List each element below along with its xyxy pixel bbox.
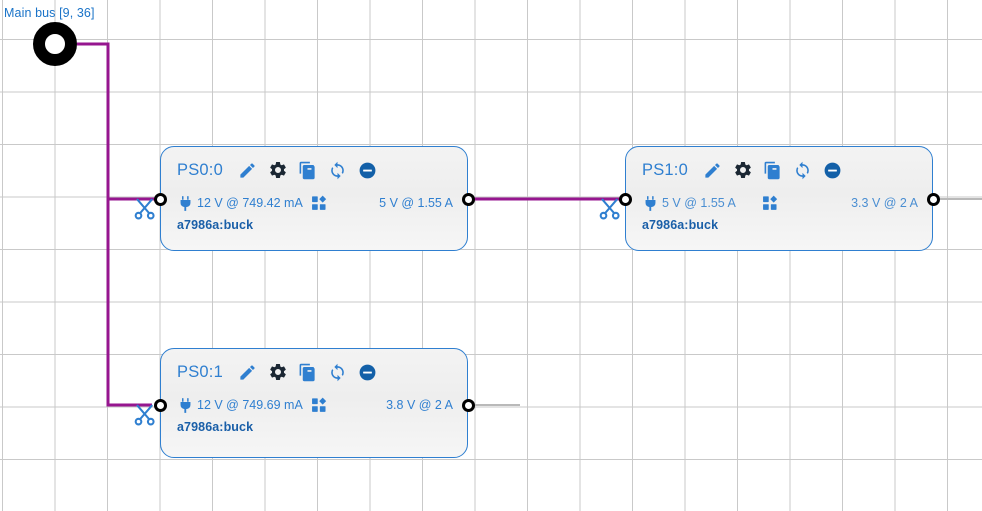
edit-pencil-icon[interactable] bbox=[698, 158, 728, 182]
port-output-ps0-1[interactable] bbox=[461, 398, 475, 412]
node-header: PS0:1 bbox=[161, 349, 467, 387]
node-body: 12 V @ 749.42 mA 5 V @ 1.55 A a7986a:buc… bbox=[161, 185, 467, 232]
port-output-ps0-0[interactable] bbox=[461, 192, 475, 206]
plug-icon bbox=[642, 195, 659, 212]
plug-icon bbox=[177, 397, 194, 414]
copy-icon[interactable] bbox=[293, 158, 323, 182]
main-bus-label: Main bus [9, 36] bbox=[4, 6, 95, 20]
plug-icon bbox=[177, 195, 194, 212]
port-input-ps0-1[interactable] bbox=[153, 398, 167, 412]
node-input-row: 5 V @ 1.55 A bbox=[642, 192, 932, 214]
edit-pencil-icon[interactable] bbox=[233, 360, 263, 384]
node-part-label: a7986a:buck bbox=[177, 218, 254, 232]
node-title: PS0:0 bbox=[177, 160, 223, 179]
gear-icon[interactable] bbox=[728, 158, 758, 182]
node-input-row: 12 V @ 749.69 mA bbox=[177, 394, 467, 416]
refresh-icon[interactable] bbox=[323, 158, 353, 182]
scissors-icon[interactable] bbox=[132, 196, 158, 227]
minus-circle-icon[interactable] bbox=[353, 360, 383, 384]
edit-pencil-icon[interactable] bbox=[233, 158, 263, 182]
minus-circle-icon[interactable] bbox=[818, 158, 848, 182]
node-part-label: a7986a:buck bbox=[177, 420, 254, 434]
node-output-spec: 3.8 V @ 2 A bbox=[386, 398, 453, 412]
port-input-ps1-0[interactable] bbox=[618, 192, 632, 206]
widgets-icon[interactable] bbox=[762, 195, 779, 212]
copy-icon[interactable] bbox=[293, 360, 323, 384]
widgets-icon[interactable] bbox=[311, 397, 328, 414]
gear-icon[interactable] bbox=[263, 360, 293, 384]
node-input-spec: 5 V @ 1.55 A bbox=[662, 196, 736, 210]
gear-icon[interactable] bbox=[263, 158, 293, 182]
node-title: PS1:0 bbox=[642, 160, 688, 179]
scissors-icon[interactable] bbox=[132, 402, 158, 433]
node-title: PS0:1 bbox=[177, 362, 223, 381]
node-body: 5 V @ 1.55 A 3.3 V @ 2 A a7986a:buck bbox=[626, 185, 932, 232]
scissors-icon[interactable] bbox=[597, 196, 623, 227]
refresh-icon[interactable] bbox=[788, 158, 818, 182]
node-input-spec: 12 V @ 749.42 mA bbox=[197, 196, 303, 210]
node-input-spec: 12 V @ 749.69 mA bbox=[197, 398, 303, 412]
widgets-icon[interactable] bbox=[311, 195, 328, 212]
port-input-ps0-0[interactable] bbox=[153, 192, 167, 206]
node-output-spec: 3.3 V @ 2 A bbox=[851, 196, 918, 210]
main-bus-node[interactable] bbox=[33, 22, 77, 66]
node-output-spec: 5 V @ 1.55 A bbox=[379, 196, 453, 210]
node-ps1-0[interactable]: PS1:0 bbox=[625, 146, 933, 251]
refresh-icon[interactable] bbox=[323, 360, 353, 384]
copy-icon[interactable] bbox=[758, 158, 788, 182]
node-header: PS1:0 bbox=[626, 147, 932, 185]
minus-circle-icon[interactable] bbox=[353, 158, 383, 182]
node-ps0-1[interactable]: PS0:1 bbox=[160, 348, 468, 458]
node-ps0-0[interactable]: PS0:0 bbox=[160, 146, 468, 251]
node-part-label: a7986a:buck bbox=[642, 218, 719, 232]
port-output-ps1-0[interactable] bbox=[926, 192, 940, 206]
node-body: 12 V @ 749.69 mA 3.8 V @ 2 A a7986a:buck bbox=[161, 387, 467, 434]
node-header: PS0:0 bbox=[161, 147, 467, 185]
node-input-row: 12 V @ 749.42 mA bbox=[177, 192, 467, 214]
